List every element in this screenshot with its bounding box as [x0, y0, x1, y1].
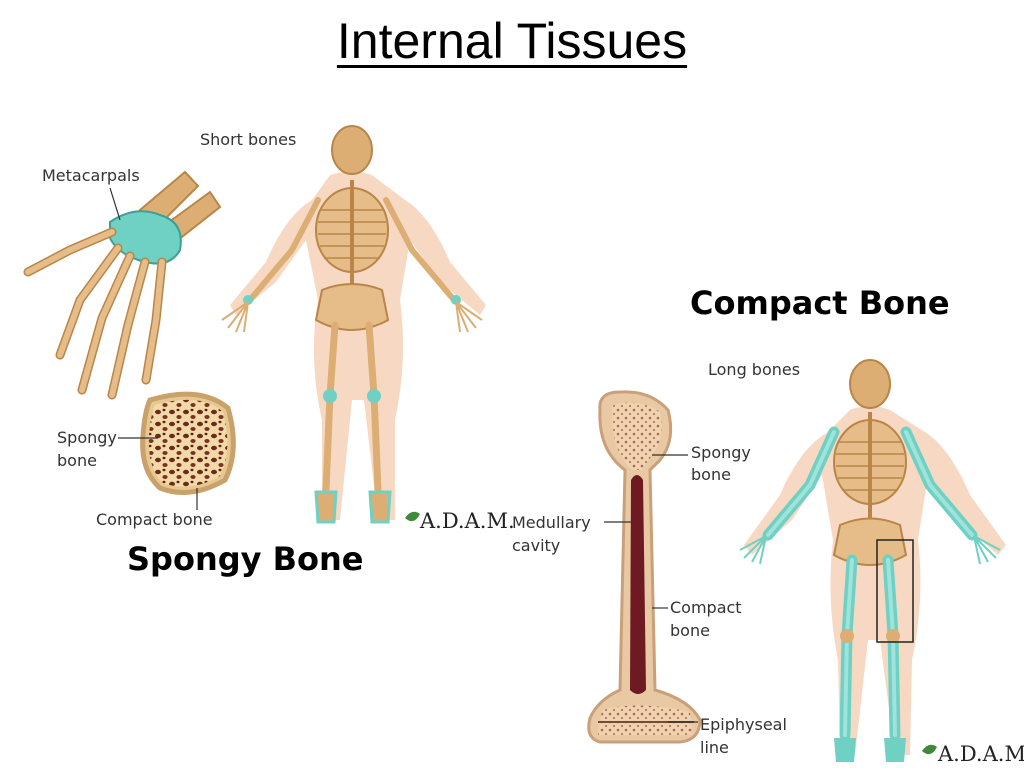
adam-logo-right: A.D.A.M.	[937, 742, 1024, 766]
heading-compact-bone: Compact Bone	[690, 284, 950, 322]
spongy-bone-section	[140, 391, 236, 495]
label-long-bones: Long bones	[708, 360, 800, 379]
label-short-bones: Short bones	[200, 130, 296, 149]
label-spongy-left-1: Spongy	[57, 428, 117, 447]
medullary-cavity	[630, 475, 646, 694]
adam-logo-leaf-right	[922, 744, 937, 755]
heading-spongy-bone: Spongy Bone	[127, 540, 364, 578]
hand-skeleton	[23, 170, 222, 400]
femur-highlight-box	[876, 539, 914, 643]
skeleton-long-bones	[739, 359, 1006, 762]
label-compact-right-2: bone	[670, 621, 710, 640]
label-spongy-left-2: bone	[57, 451, 97, 470]
label-spongy-right-2: bone	[691, 465, 731, 484]
slide-title: Internal Tissues	[0, 12, 1024, 70]
label-epiphyseal-2: line	[700, 738, 729, 757]
slide-title-text: Internal Tissues	[336, 13, 688, 69]
label-compact-right-1: Compact	[670, 598, 742, 617]
label-compact-bone-left: Compact bone	[96, 510, 213, 529]
metacarpals-leader	[109, 187, 121, 221]
adam-logo-left: A.D.A.M.	[419, 509, 515, 533]
adam-logo-leaf-left	[405, 511, 420, 522]
label-spongy-right-1: Spongy	[691, 443, 751, 462]
skeleton-short-bones	[221, 125, 486, 524]
label-medullary-2: cavity	[512, 536, 560, 555]
label-medullary-1: Medullary	[512, 513, 591, 532]
femur-section	[587, 390, 702, 744]
label-epiphyseal-1: Epiphyseal	[700, 715, 787, 734]
carpal-highlight	[109, 210, 182, 265]
label-metacarpals: Metacarpals	[42, 166, 140, 185]
